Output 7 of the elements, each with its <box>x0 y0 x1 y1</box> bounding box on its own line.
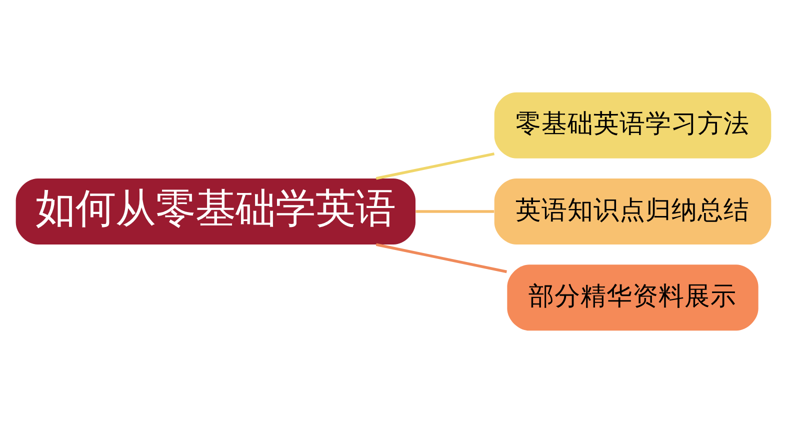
connector <box>376 152 495 180</box>
node-box: 零基础英语学习方法 <box>494 92 772 158</box>
node-box: 如何从零基础学英语 <box>16 178 416 244</box>
node-box: 部分精华资料展示 <box>507 264 758 331</box>
node-box: 英语知识点归纳总结 <box>494 178 772 244</box>
connector <box>416 210 494 213</box>
connector <box>376 243 507 274</box>
